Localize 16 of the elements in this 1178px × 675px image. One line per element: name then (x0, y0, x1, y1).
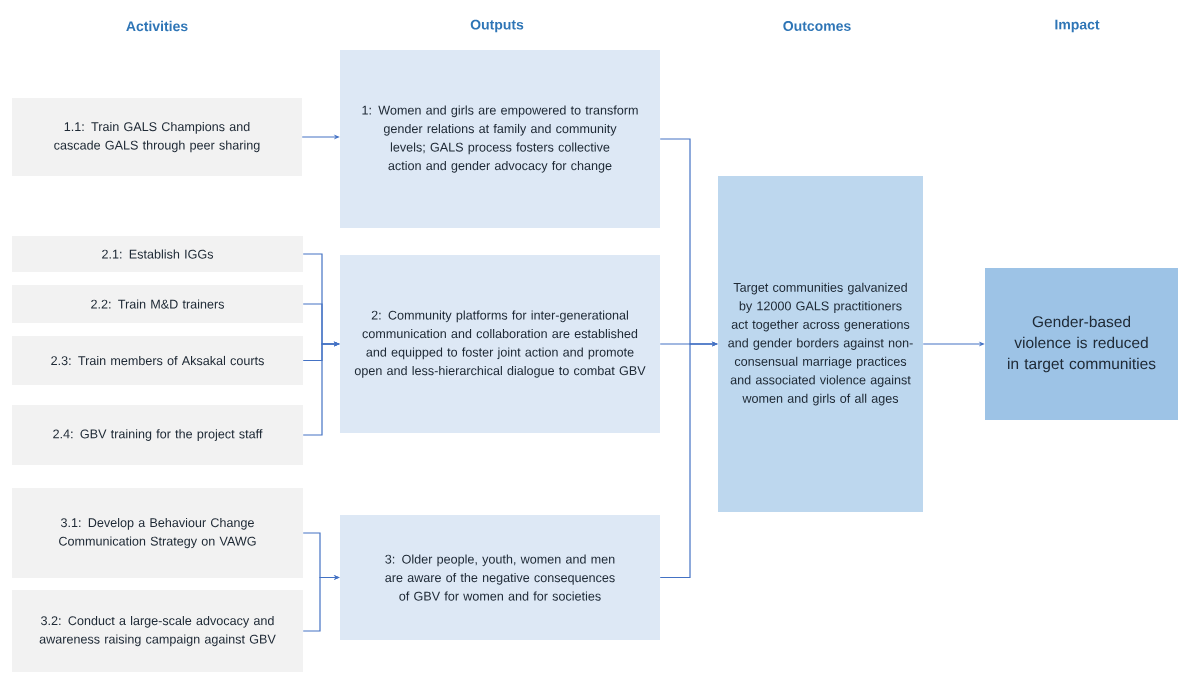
outcome-box: Target communities galvanized by 12000 GALS practitioners act together across generations and gender borders against non-consensual marriage practices and associated violence against women and girls of all ages (718, 176, 923, 512)
activity-box: 3.2: Conduct a large-scale advocacy and awareness raising campaign against GBV (12, 590, 303, 672)
activity-box: 2.4: GBV training for the project staff (12, 405, 303, 465)
impact-box: Gender-based violence is reduced in target communities (985, 268, 1178, 420)
activity-box: 3.1: Develop a Behaviour Change Communication Strategy on VAWG (12, 488, 303, 578)
activity-box: 2.2: Train M&D trainers (12, 285, 303, 323)
activity-box: 2.1: Establish IGGs (12, 236, 303, 272)
output-box: 2: Community platforms for inter-generational communication and collaboration are established and equipped to foster joint action and promote open and less-hierarchical dialogue to combat GBV (340, 255, 660, 433)
column-heading: Outputs (470, 19, 524, 33)
output-box: 3: Older people, youth, women and men are aware of the negative consequences of GBV for women and for societies (340, 515, 660, 640)
column-heading: Impact (1055, 19, 1100, 33)
activity-box: 1.1: Train GALS Champions and cascade GALS through peer sharing (12, 98, 302, 176)
column-heading: Activities (126, 20, 188, 32)
output-box: 1: Women and girls are empowered to transform gender relations at family and community levels; GALS process fosters collective action and gender advocacy for change (340, 50, 660, 228)
column-heading: Outcomes (783, 21, 851, 31)
activity-box: 2.3: Train members of Aksakal courts (12, 336, 303, 385)
